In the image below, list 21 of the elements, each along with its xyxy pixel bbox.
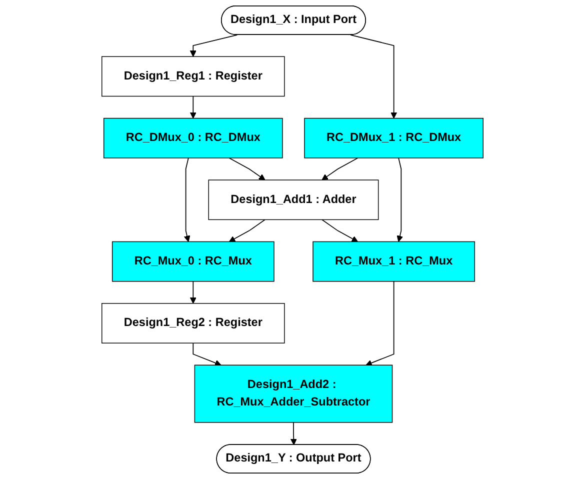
arrow <box>190 34 238 57</box>
node-box: Design1_Add2 : RC_Mux_Adder_Subtractor <box>194 364 393 423</box>
arrow <box>190 96 196 119</box>
node-box: RC_DMux_0 : RC_DMux <box>103 118 283 158</box>
arrow <box>322 219 358 242</box>
node-box: Design1_Reg1 : Register <box>102 56 285 97</box>
node-box: RC_DMux_1 : RC_DMux <box>304 118 484 158</box>
arrow <box>184 158 190 242</box>
arrow <box>350 34 398 119</box>
arrow <box>192 342 222 366</box>
node-box: Design1_Add1 : Adder <box>208 180 379 220</box>
node-box: RC_Mux_0 : RC_Mux <box>112 241 274 282</box>
arrow <box>290 422 297 446</box>
node-box: Design1_Reg2 : Register <box>102 303 285 344</box>
arrow <box>366 280 394 366</box>
node-box: RC_Mux_1 : RC_Mux <box>312 241 476 282</box>
arrow <box>228 219 266 242</box>
arrow <box>190 280 196 304</box>
arrow <box>228 158 266 180</box>
arrow <box>322 158 358 180</box>
arrow <box>396 158 404 242</box>
